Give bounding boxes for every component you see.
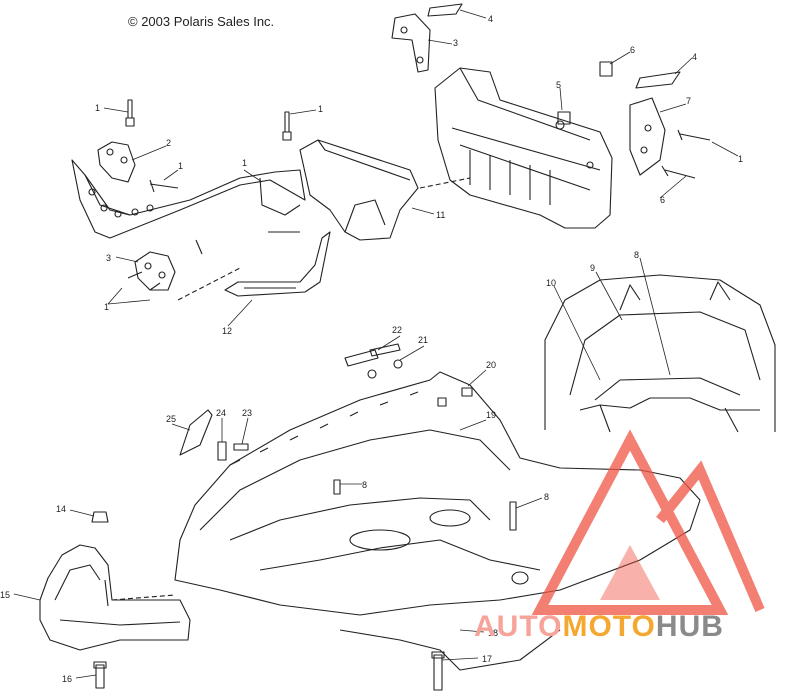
- callout-25: 25: [166, 414, 176, 424]
- callout-11: 11: [436, 210, 445, 220]
- bracket-2: [97, 141, 136, 183]
- callout-12: 12: [222, 326, 232, 336]
- copyright-text: © 2003 Polaris Sales Inc.: [128, 14, 275, 29]
- bracket-3-upper: [391, 3, 681, 89]
- bolts-1: [125, 99, 711, 291]
- callout-8: 8: [362, 480, 367, 490]
- callout-16: 16: [62, 674, 72, 684]
- callout-22: 22: [392, 325, 402, 335]
- callout-23: 23: [242, 408, 252, 418]
- callout-3: 3: [106, 253, 111, 263]
- callout-15: 15: [0, 590, 10, 600]
- watermark-logo: [531, 429, 765, 615]
- callout-6: 6: [660, 195, 665, 205]
- callout-5: 5: [556, 80, 561, 90]
- watermark-auto: AUTO: [474, 610, 563, 643]
- callout-labels: 1 2 1 1 1 3 1 12 11 4 3 5 6 4 7 1 6 10 9…: [0, 14, 743, 684]
- callout-1: 1: [318, 104, 323, 114]
- callout-4: 4: [692, 52, 697, 62]
- callout-4: 4: [488, 14, 493, 24]
- callout-1: 1: [738, 154, 743, 164]
- rear-bulkhead: [434, 67, 613, 229]
- callout-21: 21: [418, 335, 428, 345]
- callout-2: 2: [166, 138, 171, 148]
- callout-1: 1: [178, 161, 183, 171]
- callout-24: 24: [216, 408, 226, 418]
- bolts-8: [333, 479, 517, 531]
- inset-view: [544, 274, 776, 433]
- callout-8: 8: [544, 492, 549, 502]
- watermark-moto: MOTO: [562, 610, 656, 643]
- callout-1: 1: [95, 103, 100, 113]
- callout-18: 18: [488, 628, 498, 638]
- fasteners-16-17-18: [93, 651, 445, 691]
- callout-19: 19: [486, 410, 496, 420]
- callout-1: 1: [242, 158, 247, 168]
- callout-9: 9: [590, 263, 595, 273]
- parts-23-24-25: [179, 409, 249, 461]
- arm-12: [177, 231, 331, 301]
- parts-20-21-22: [344, 343, 473, 407]
- callout-8: 8: [634, 250, 639, 260]
- callout-14: 14: [56, 504, 66, 514]
- callout-6: 6: [630, 45, 635, 55]
- callout-3: 3: [453, 38, 458, 48]
- callout-20: 20: [486, 360, 496, 370]
- callout-1: 1: [104, 302, 109, 312]
- fastener-14: [91, 511, 109, 523]
- bracket-7: [557, 61, 696, 179]
- crossmember-11: [299, 139, 471, 241]
- callout-17: 17: [482, 654, 492, 664]
- callout-7: 7: [686, 96, 691, 106]
- leader-lines: [13, 9, 739, 679]
- front-frame-rail: [71, 159, 306, 239]
- bracket-3-lower: [134, 251, 176, 291]
- hood-19: [174, 371, 701, 671]
- watermark-text: AUTOMOTOHUB: [474, 610, 724, 644]
- watermark-hub: HUB: [655, 610, 724, 643]
- callout-10: 10: [546, 278, 556, 288]
- bumper-15: [39, 544, 191, 651]
